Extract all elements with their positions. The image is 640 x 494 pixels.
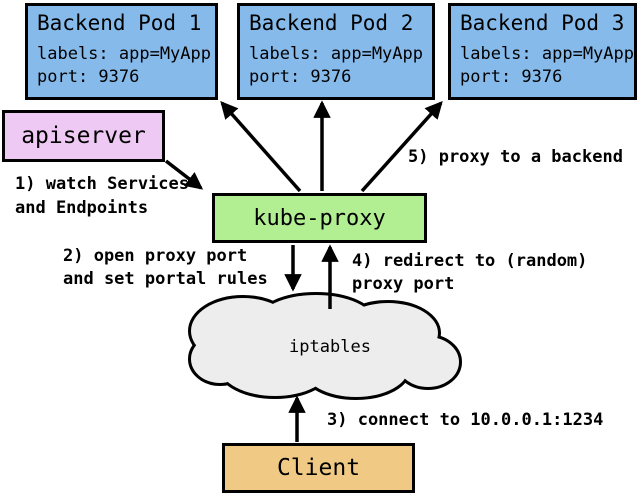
apiserver-label: apiserver <box>21 123 146 149</box>
backend-pod-3-box: Backend Pod 3 labels: app=MyApp port: 93… <box>448 3 637 100</box>
apiserver-box: apiserver <box>2 110 165 162</box>
backend-pod-1-box: Backend Pod 1 labels: app=MyApp port: 93… <box>25 3 218 100</box>
backend-pod-1-labels: labels: app=MyApp <box>37 44 211 64</box>
backend-pod-3-labels: labels: app=MyApp <box>460 44 634 64</box>
kube-proxy-label: kube-proxy <box>253 205 386 231</box>
backend-pod-2-box: Backend Pod 2 labels: app=MyApp port: 93… <box>237 3 435 100</box>
arrow-proxy-to-pod-3 <box>360 101 443 193</box>
kube-proxy-box: kube-proxy <box>212 193 427 243</box>
backend-pod-3-port: port: 9376 <box>460 67 563 87</box>
step-5-proxy-to-backend-label: 5) proxy to a backend <box>408 147 623 167</box>
arrow-proxy-to-pod-1 <box>220 101 302 193</box>
iptables-cloud <box>188 292 462 400</box>
backend-pod-2-title: Backend Pod 2 <box>249 11 414 35</box>
backend-pod-1-title: Backend Pod 1 <box>37 11 202 35</box>
client-label: Client <box>276 455 361 481</box>
step-2-open-proxy-port-label: 2) open proxy port and set portal rules <box>63 246 268 289</box>
backend-pod-2-port: port: 9376 <box>249 67 352 87</box>
step-1-watch-services-label: 1) watch Services and Endpoints <box>15 174 189 218</box>
iptables-label: iptables <box>289 337 371 357</box>
step-3-connect-label: 3) connect to 10.0.0.1:1234 <box>327 410 604 430</box>
backend-pod-3-title: Backend Pod 3 <box>460 11 625 35</box>
arrow-watch-services <box>164 159 204 190</box>
step-4-redirect-label: 4) redirect to (random) proxy port <box>352 251 588 294</box>
client-box: Client <box>222 443 415 493</box>
backend-pod-2-labels: labels: app=MyApp <box>249 44 423 64</box>
backend-pod-1-port: port: 9376 <box>37 67 140 87</box>
